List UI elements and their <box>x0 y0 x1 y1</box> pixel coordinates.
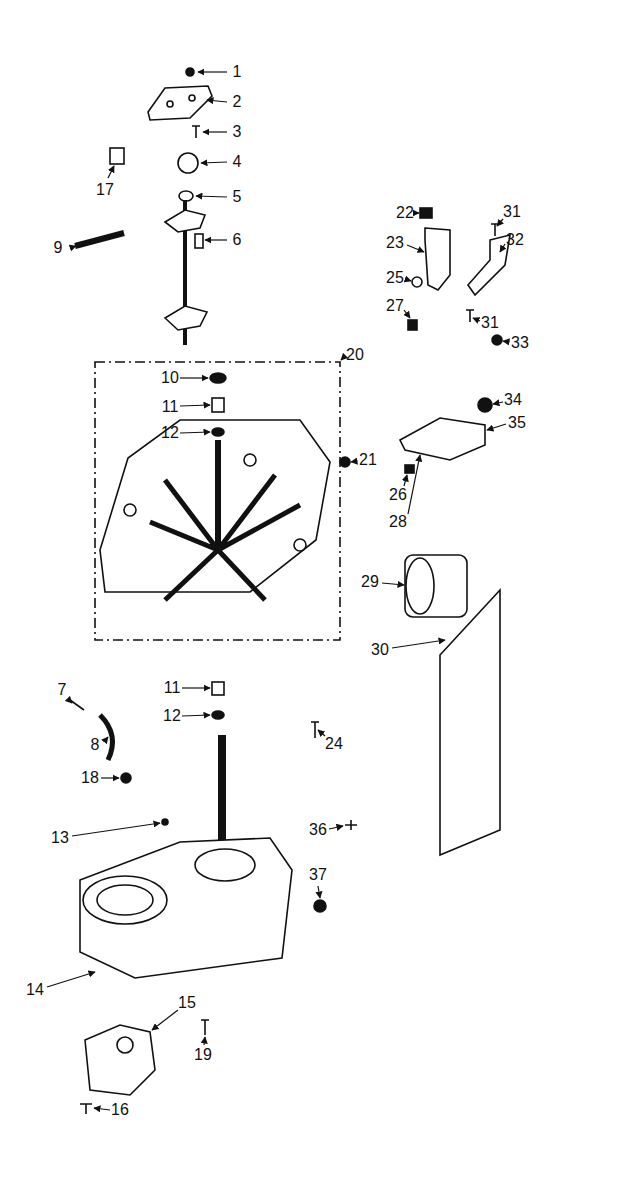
callout-number: 10 <box>161 369 179 387</box>
callout-number: 26 <box>389 486 407 504</box>
callout-number: 37 <box>309 866 327 884</box>
callout-number: 25 <box>386 269 404 287</box>
callout-number: 23 <box>386 234 404 252</box>
callout-number: 3 <box>233 123 242 141</box>
callout-number: 31 <box>481 314 499 332</box>
callout-number: 6 <box>233 231 242 249</box>
callout-number: 35 <box>508 414 526 432</box>
callout-number: 21 <box>359 451 377 469</box>
callout-number: 14 <box>26 981 44 999</box>
callout-number: 5 <box>233 188 242 206</box>
callout-number: 8 <box>91 736 100 754</box>
callout-number: 32 <box>506 231 524 249</box>
callout-number: 4 <box>233 153 242 171</box>
callout-number: 34 <box>504 391 522 409</box>
callout-number: 11 <box>162 398 179 416</box>
callout-number: 9 <box>54 239 63 257</box>
callout-number: 22 <box>396 204 414 222</box>
callout-number: 29 <box>361 573 379 591</box>
callout-number: 31 <box>503 203 521 221</box>
callout-number: 24 <box>325 735 343 753</box>
callout-number: 33 <box>511 334 529 352</box>
callout-number: 20 <box>346 346 364 364</box>
callout-number: 19 <box>194 1046 212 1064</box>
callout-number: 11 <box>164 679 181 697</box>
callout-number: 28 <box>389 513 407 531</box>
callout-number: 18 <box>81 769 99 787</box>
callout-number: 7 <box>58 681 67 699</box>
callout-number: 12 <box>163 707 181 725</box>
callout-number: 16 <box>111 1101 129 1119</box>
callout-number: 36 <box>309 821 327 839</box>
callout-number: 27 <box>386 297 404 315</box>
callout-number: 30 <box>371 641 389 659</box>
callout-number: 2 <box>233 93 242 111</box>
callout-number: 17 <box>96 181 114 199</box>
callout-number: 1 <box>233 63 242 81</box>
callout-number: 12 <box>161 424 179 442</box>
callout-number: 15 <box>178 994 196 1012</box>
callout-number: 13 <box>51 829 69 847</box>
